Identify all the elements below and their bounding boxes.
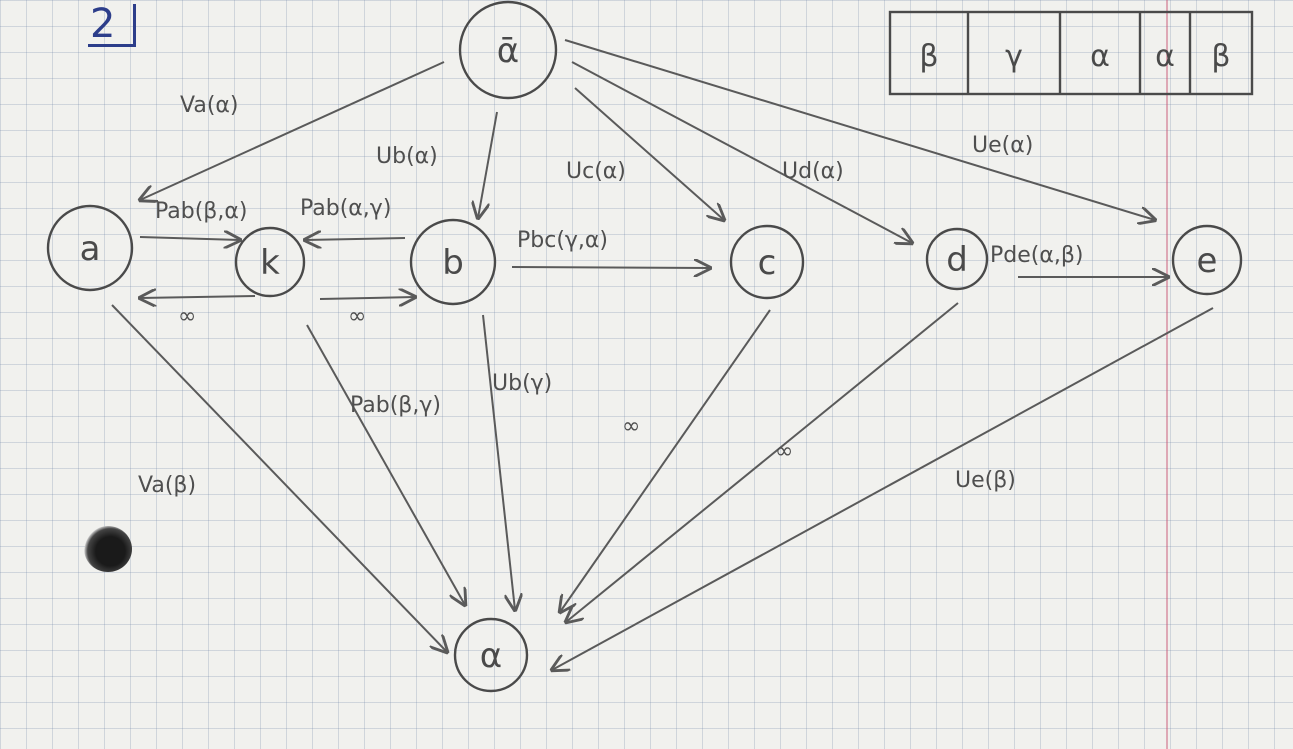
edge-label-alphabar-a: Va(α) [180, 93, 239, 118]
notebook-margin-line [1166, 0, 1168, 749]
edge-b-c [511, 267, 710, 268]
node-label-d: d [946, 240, 968, 280]
label-table-value: α [1090, 39, 1110, 74]
label-table-cell: α [1155, 39, 1175, 74]
edge-b-alpha [482, 314, 515, 610]
edge-alphabar-d [571, 61, 912, 243]
node-e: e [1171, 224, 1243, 296]
edge-label-alphabar-d: Ud(α) [782, 159, 844, 184]
edge-line-e-alpha [552, 307, 1214, 670]
edge-label-b-c: Pbc(γ,α) [517, 228, 608, 253]
edge-label-b-k: Pab(α,γ) [300, 196, 391, 221]
node-circle-e [1171, 224, 1243, 296]
node-label-b: b [442, 243, 464, 283]
label-table-value: β [1211, 39, 1230, 74]
edge-line-k-a [140, 296, 256, 298]
edge-line-a-k [139, 237, 240, 240]
node-label-alpha: α [480, 636, 502, 676]
label-table-cell: β [1211, 39, 1230, 74]
edge-a-alpha [111, 304, 447, 652]
edge-alphabar-b [478, 111, 498, 218]
node-label-k: k [260, 243, 280, 283]
edge-label-a-alpha: Va(β) [138, 473, 196, 498]
edge-c-alpha [560, 309, 771, 612]
edge-e-alpha [552, 307, 1214, 670]
edge-label-k-alpha: Pab(β,γ) [350, 393, 441, 418]
node-label-alpha_bar: ᾱ [497, 31, 519, 71]
label-table-value: α [1155, 39, 1175, 74]
edge-label-d-e: Pde(α,β) [990, 243, 1083, 268]
node-alpha_bar: ᾱ [458, 0, 558, 100]
edge-line-k-b [319, 297, 415, 299]
edge-k-alpha [306, 324, 465, 605]
node-d: d [925, 227, 989, 291]
edge-label-k-b: ∞ [348, 304, 366, 329]
edge-k-a [140, 296, 256, 298]
edge-d-alpha [566, 302, 959, 622]
node-k: k [234, 226, 306, 298]
label-table-border [888, 10, 1254, 96]
node-circle-d [925, 227, 989, 291]
edge-line-b-alpha [482, 314, 515, 610]
node-circle-alpha [453, 617, 529, 693]
node-b: b [409, 218, 497, 306]
edge-label-alphabar-e: Ue(α) [972, 133, 1033, 158]
label-table-cell: β [919, 39, 938, 74]
edge-line-alphabar-b [478, 111, 498, 218]
edge-label-k-a: ∞ [178, 304, 196, 329]
edge-label-alphabar-b: Ub(α) [376, 144, 438, 169]
node-c: c [729, 224, 805, 300]
label-table-value: β [919, 39, 938, 74]
edge-line-k-alpha [306, 324, 465, 605]
label-table-cell: α [1090, 39, 1110, 74]
node-a: a [46, 204, 134, 292]
node-label-e: e [1197, 241, 1218, 281]
edge-line-alphabar-a [140, 61, 445, 200]
punched-hole [84, 526, 132, 572]
edge-a-k [139, 237, 240, 240]
edge-alphabar-e [564, 39, 1155, 220]
edge-label-b-alpha: Ub(γ) [492, 371, 552, 396]
edge-label-d-alpha: ∞ [775, 439, 793, 464]
node-circle-k [234, 226, 306, 298]
edge-line-alphabar-c [574, 87, 724, 220]
edge-k-b [319, 297, 415, 299]
node-circle-b [409, 218, 497, 306]
edge-line-c-alpha [560, 309, 771, 612]
edge-line-d-alpha [566, 302, 959, 622]
node-circle-alpha_bar [458, 0, 558, 100]
node-circle-c [729, 224, 805, 300]
edge-line-b-k [305, 238, 406, 240]
label-table-value: γ [1005, 39, 1023, 74]
edge-label-c-alpha: ∞ [622, 414, 640, 439]
page-number: 2 [88, 4, 137, 47]
edge-line-b-c [511, 267, 710, 268]
node-alpha: α [453, 617, 529, 693]
edge-line-alphabar-e [564, 39, 1155, 220]
edge-line-alphabar-d [571, 61, 912, 243]
label-table-cell: γ [1005, 39, 1023, 74]
node-label-a: a [80, 229, 101, 269]
node-circle-a [46, 204, 134, 292]
edge-alphabar-a [140, 61, 445, 200]
edge-label-alphabar-c: Uc(α) [566, 159, 626, 184]
node-label-c: c [758, 243, 777, 283]
edge-alphabar-c [574, 87, 724, 220]
edge-label-e-alpha: Ue(β) [955, 468, 1016, 493]
edge-b-k [305, 238, 406, 240]
edge-label-a-k: Pab(β,α) [155, 199, 247, 224]
edge-line-a-alpha [111, 304, 447, 652]
